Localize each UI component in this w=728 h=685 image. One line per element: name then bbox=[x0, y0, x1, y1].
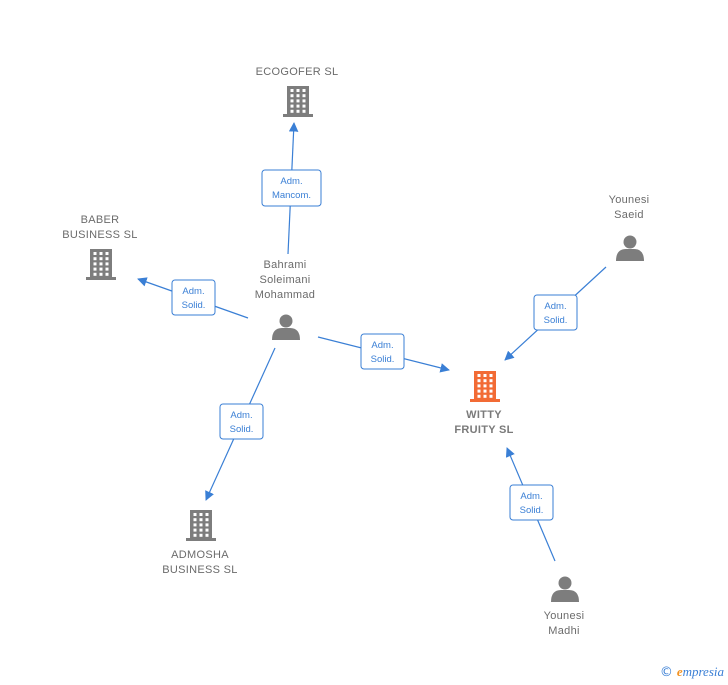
edge-younesi-madhi-to-witty[interactable]: Adm. Solid. bbox=[505, 447, 556, 562]
node-witty[interactable]: WITTY FRUITY SL bbox=[454, 371, 513, 436]
node-ecogofer[interactable]: ECOGOFER SL bbox=[256, 66, 339, 117]
edge-label-box bbox=[219, 403, 264, 440]
node-label: ADMOSHA bbox=[171, 549, 229, 561]
edge-label: Adm. bbox=[280, 176, 302, 187]
brand-initial: e bbox=[676, 664, 683, 679]
edge-label: Solid. bbox=[371, 354, 395, 365]
node-label: Saeid bbox=[614, 209, 644, 221]
node-label: WITTY bbox=[466, 409, 502, 421]
node-label: BUSINESS SL bbox=[62, 229, 137, 241]
person-icon bbox=[272, 314, 300, 340]
node-label: Younesi bbox=[609, 194, 650, 206]
node-label: FRUITY SL bbox=[454, 424, 513, 436]
empresia-logo[interactable]: ©empresia bbox=[660, 664, 724, 680]
node-label: ECOGOFER SL bbox=[256, 66, 339, 78]
edge-bahrami-to-baber[interactable]: Adm. Solid. bbox=[137, 277, 249, 319]
person-icon bbox=[616, 235, 644, 261]
edge-label: Adm. bbox=[230, 410, 252, 421]
edge-label: Adm. bbox=[520, 491, 542, 502]
edge-bahrami-to-witty[interactable]: Adm. Solid. bbox=[317, 333, 450, 373]
copyright-symbol: © bbox=[659, 665, 673, 680]
brand-name: mpresia bbox=[682, 664, 724, 679]
edge-bahrami-to-ecogofer[interactable]: Adm. Mancom. bbox=[261, 122, 322, 255]
edge-label: Solid. bbox=[544, 315, 568, 326]
edge-younesi-saeid-to-witty[interactable]: Adm. Solid. bbox=[504, 266, 607, 361]
edge-label: Solid. bbox=[230, 424, 254, 435]
node-admosha[interactable]: ADMOSHA BUSINESS SL bbox=[162, 510, 237, 576]
edge-label: Adm. bbox=[182, 286, 204, 297]
person-icon bbox=[551, 576, 579, 602]
edge-label-box bbox=[360, 333, 405, 370]
edge-label-box bbox=[261, 169, 322, 207]
node-label: Madhi bbox=[548, 625, 579, 637]
node-label: Mohammad bbox=[255, 289, 315, 301]
edge-label: Mancom. bbox=[272, 190, 311, 201]
edge-label: Solid. bbox=[520, 505, 544, 516]
building-icon bbox=[86, 249, 116, 280]
building-icon bbox=[470, 371, 500, 402]
edge-label: Adm. bbox=[544, 301, 566, 312]
node-label: Younesi bbox=[544, 610, 585, 622]
edges-layer: Adm. Mancom. Adm. Solid. Adm. Solid. Adm. Solid… bbox=[137, 122, 607, 562]
node-label: Soleimani bbox=[259, 274, 310, 286]
node-label: BUSINESS SL bbox=[162, 564, 237, 576]
building-icon bbox=[283, 86, 313, 117]
edge-label-box bbox=[509, 484, 554, 521]
building-icon bbox=[186, 510, 216, 541]
edge-bahrami-to-admosha[interactable]: Adm. Solid. bbox=[205, 347, 276, 501]
edge-label: Adm. bbox=[371, 340, 393, 351]
edge-label: Solid. bbox=[182, 300, 206, 311]
edge-label-box bbox=[171, 279, 216, 316]
nodes-layer: ECOGOFER SL BABER BUSINESS SL BahramiSoleim… bbox=[62, 66, 649, 637]
node-label: BABER bbox=[81, 214, 120, 226]
node-baber[interactable]: BABER BUSINESS SL bbox=[62, 214, 137, 280]
node-label: Bahrami bbox=[263, 259, 306, 271]
edge-label-box bbox=[533, 294, 578, 331]
